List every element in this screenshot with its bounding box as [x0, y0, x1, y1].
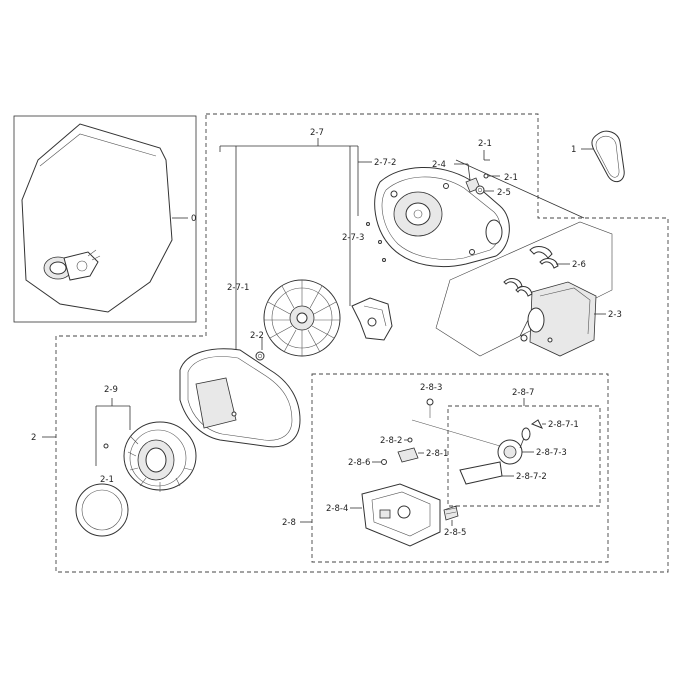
- label-2-3: 2-3: [608, 310, 622, 320]
- label-2-9: 2-9: [104, 385, 118, 395]
- label-2-7-1: 2-7-1: [227, 283, 249, 293]
- idler-bracket-2-7-3: [351, 297, 393, 341]
- part-2-8-6: [381, 459, 387, 465]
- label-2-4: 2-4: [432, 160, 446, 170]
- overview-group: 0: [13, 115, 197, 323]
- group-2-boundary: [55, 113, 669, 573]
- label-2-8-7-3: 2-8-7-3: [536, 448, 567, 458]
- dryer-cabinet-outline: [21, 123, 173, 313]
- part-2-8-3: [426, 398, 434, 406]
- felt-seal-ring: [75, 483, 129, 537]
- label-2-8-7: 2-8-7: [512, 388, 534, 398]
- belt-outline: [591, 130, 625, 183]
- label-2-8-1: 2-8-1: [426, 449, 448, 459]
- label-1: 1: [571, 145, 576, 155]
- label-2-8-4: 2-8-4: [326, 504, 348, 514]
- label-2-8: 2-8: [282, 518, 296, 528]
- group-2-8-boundary: [311, 373, 609, 563]
- duct-outline: [179, 348, 301, 448]
- label-2-7: 2-7: [310, 128, 324, 138]
- label-2-7-3: 2-7-3: [342, 233, 364, 243]
- label-2-8-6: 2-8-6: [348, 458, 370, 468]
- clip-parts-2-6: 2-6: [503, 246, 586, 297]
- duct-cover: [179, 348, 301, 448]
- group-2-8-7-boundary: [447, 405, 601, 507]
- part-2-8-2: [407, 437, 413, 443]
- overview-frame: [13, 115, 197, 323]
- label-2-8-7-1: 2-8-7-1: [548, 420, 579, 430]
- duct-inner-panel: [195, 377, 237, 429]
- label-2-5: 2-5: [497, 188, 511, 198]
- label-2-1-top: 2-1: [478, 139, 492, 149]
- front-ring-2-9: 2-9 2-1: [75, 385, 197, 537]
- label-2-8-5: 2-8-5: [444, 528, 466, 538]
- group-2-8: 2-8 2-8-7 2-8-3 2-8-2 2-8-1 2-8-6 2-8-4 …: [282, 373, 609, 563]
- blower-housing: [374, 166, 510, 268]
- label-2-7-2: 2-7-2: [374, 158, 396, 168]
- part-2-1-screw-front: [103, 443, 109, 449]
- motor-body: [529, 281, 597, 357]
- label-2: 2: [31, 433, 36, 443]
- label-2-2: 2-2: [250, 331, 264, 341]
- part-2-8-7-1: [530, 419, 544, 429]
- part-2-8-7-2: [459, 461, 503, 485]
- label-2-1-right: 2-1: [504, 173, 518, 183]
- label-2-6: 2-6: [572, 260, 586, 270]
- overview-motor-assembly: [43, 249, 101, 281]
- label-0: 0: [191, 214, 196, 224]
- part-2-5-nut: [475, 185, 485, 195]
- fastener-parts: 2-4 2-1 2-1 2-5: [366, 139, 585, 262]
- label-2-8-3: 2-8-3: [420, 383, 442, 393]
- label-2-1-front: 2-1: [100, 475, 114, 485]
- label-2-8-2: 2-8-2: [380, 436, 402, 446]
- nut-2-2: 2-2: [250, 331, 265, 361]
- part-2-8-1: [397, 447, 419, 463]
- cabinet-top-edge: [39, 133, 157, 167]
- motor-part-2-3: 2-3: [435, 221, 622, 357]
- impeller-2-7-1: [263, 279, 341, 357]
- belt-part: 1: [571, 130, 625, 183]
- label-2-8-7-2: 2-8-7-2: [516, 472, 547, 482]
- housing-outlet: [485, 219, 503, 245]
